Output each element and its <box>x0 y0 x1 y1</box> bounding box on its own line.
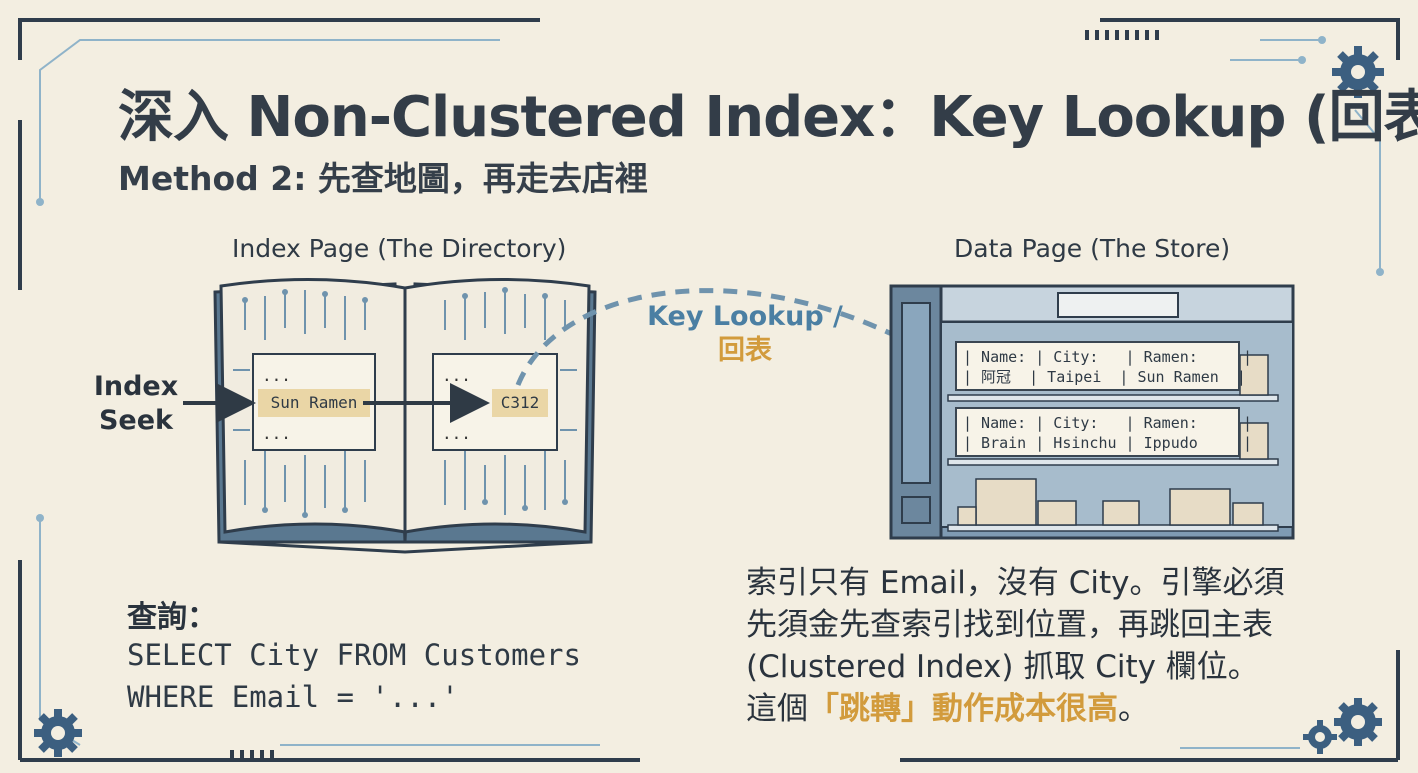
data-row-card: | Name: | City: | Ramen: | | Brain | Hsi… <box>955 407 1252 457</box>
data-page-caption: Data Page (The Store) <box>954 234 1231 263</box>
right-page-entry-c312: C312 <box>492 389 548 417</box>
index-seek-label: Index Seek <box>93 371 179 436</box>
index-page-caption: Index Page (The Directory) <box>232 234 567 263</box>
left-page-dots-top: ... <box>262 366 291 385</box>
query-title: 查詢： <box>127 600 217 635</box>
gear-icon <box>1334 698 1382 746</box>
query-line-where: WHERE Email = '...' <box>127 680 459 714</box>
right-page-dots-bottom: ... <box>442 424 471 443</box>
gear-icon <box>1332 46 1384 98</box>
description-text: 索引只有 Email，沒有 City。引擎必須 先須金先查索引找到位置，再跳回主… <box>746 565 1285 727</box>
gear-icon <box>34 709 82 757</box>
emphasis-jump-cost: 「跳轉」動作成本很高 <box>808 691 1118 727</box>
left-page-entry-sun-ramen: Sun Ramen <box>258 389 370 417</box>
key-lookup-arrow <box>515 288 949 386</box>
gear-icon <box>1303 720 1337 754</box>
right-page-dots-top: ... <box>442 366 471 385</box>
left-page-dots-bottom: ... <box>262 424 291 443</box>
query-line-select: SELECT City FROM Customers <box>127 638 581 672</box>
key-lookup-label: Key Lookup / 回表 <box>647 301 843 366</box>
page-title: 深入 Non-Clustered Index：Key Lookup (回表) <box>118 85 1418 150</box>
data-row-card: | Name: | City: | Ramen: | | 阿冠 | Taipei… <box>955 341 1252 391</box>
page-subtitle: Method 2: 先查地圖，再走去店裡 <box>118 159 648 198</box>
